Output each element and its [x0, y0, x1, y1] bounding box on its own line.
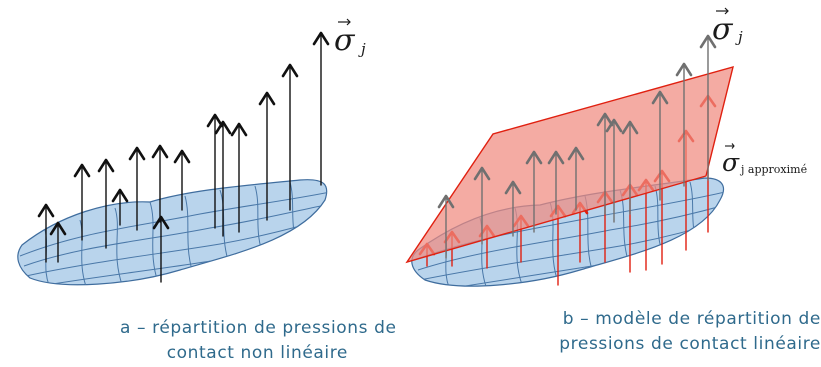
pressure-arrows-a [37, 31, 330, 283]
approximation-plane [405, 66, 734, 264]
pressure-arrow [97, 158, 115, 249]
original-arrow [699, 34, 717, 181]
pressure-arrow [49, 221, 67, 263]
pressure-arrow [73, 163, 91, 241]
sigma-approx-label: σ j approximé [722, 143, 807, 177]
original-arrow [596, 112, 614, 215]
sigma-j-arrow [312, 31, 330, 186]
original-arrow [504, 180, 522, 237]
pressure-arrow [206, 113, 224, 229]
original-arrow [525, 150, 543, 233]
original-arrows-b [437, 34, 717, 259]
pressure-arrow [173, 149, 191, 211]
sigma-approx-subscript: j approximé [739, 163, 807, 176]
panel-b: σ j σ j approximé [405, 7, 807, 287]
sigma-symbol: σ [712, 12, 734, 47]
caption-b-line-1: b – modèle de répartition de [562, 309, 821, 329]
pressure-arrow [128, 146, 146, 231]
caption-b-line-2: pressions de contact linéaire [559, 334, 821, 354]
sigma-symbol: σ [334, 23, 356, 58]
sigma-label-a: σ j [334, 18, 366, 58]
caption-a-line-2: contact non linéaire [166, 343, 348, 363]
pressure-arrow [214, 120, 232, 237]
original-arrow [621, 120, 639, 215]
sigma-label-b: σ j [712, 7, 743, 47]
original-arrow [437, 194, 455, 259]
caption-a: a – répartition de pressions de contact … [120, 316, 397, 366]
panel-a: σ j [17, 18, 366, 286]
original-arrow [605, 118, 623, 223]
sigma-subscript: j [358, 40, 366, 58]
original-arrow [473, 166, 491, 245]
sigma-subscript: j [735, 28, 743, 46]
pressure-arrow [258, 91, 276, 221]
pressure-arrow [152, 215, 170, 283]
caption-b: b – modèle de répartition de pressions d… [462, 307, 821, 357]
original-arrow [547, 150, 565, 215]
pressure-arrow [230, 122, 248, 233]
pressure-arrow [37, 203, 55, 263]
sigma-approx-symbol: σ [722, 148, 740, 177]
pressure-arrow [281, 63, 299, 211]
pressure-arrow [111, 188, 129, 226]
original-arrow [675, 62, 693, 187]
pressure-arrow [151, 144, 169, 223]
original-arrow [567, 146, 585, 211]
original-arrow [651, 90, 669, 201]
caption-a-line-1: a – répartition de pressions de [120, 318, 397, 338]
